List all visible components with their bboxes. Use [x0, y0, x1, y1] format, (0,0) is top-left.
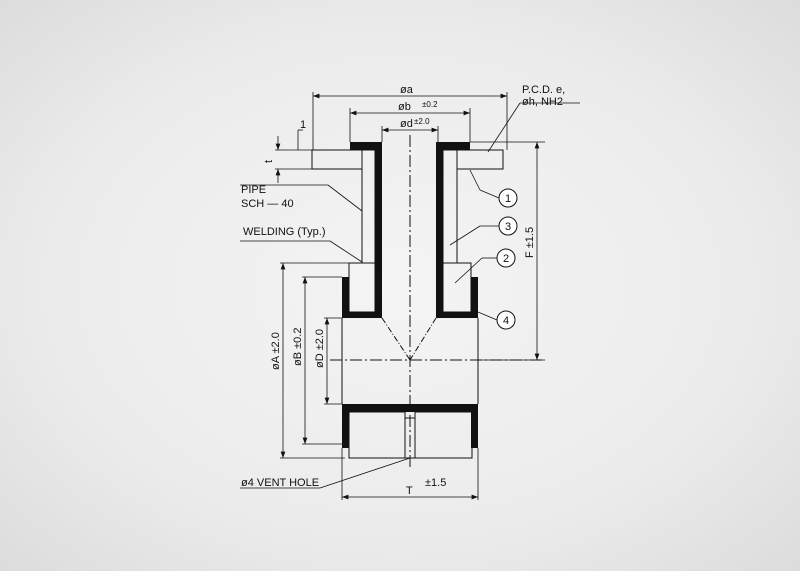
label-t: t — [263, 160, 275, 163]
label-vent-hole: ø4 VENT HOLE — [241, 477, 319, 489]
label-phi-A: øA ±2.0 — [270, 332, 282, 370]
dimensions — [240, 92, 580, 500]
label-sch: SCH — 40 — [241, 198, 294, 210]
lower-ring — [342, 262, 478, 318]
balloon-3: 3 — [505, 221, 511, 233]
label-phi-d: ød — [400, 118, 413, 130]
label-F: F ±1.5 — [524, 227, 536, 258]
label-T: T — [406, 485, 413, 497]
label-one: 1 — [300, 119, 306, 131]
body — [341, 317, 479, 459]
label-phi-D: øD ±2.0 — [314, 329, 326, 368]
balloon-2: 2 — [503, 253, 509, 265]
label-phi-a: øa — [400, 84, 414, 96]
label-holes: øh, NH2 — [522, 96, 563, 108]
label-phi-d-tol: ±2.0 — [414, 117, 430, 126]
label-phi-B: øB ±0.2 — [292, 328, 304, 366]
label-phi-b: øb — [398, 101, 411, 113]
balloon-1: 1 — [505, 193, 511, 205]
label-welding: WELDING (Typ.) — [243, 226, 326, 238]
balloons — [496, 188, 518, 330]
flange — [311, 142, 504, 170]
label-pipe: PIPE — [241, 184, 266, 196]
label-T-tol: ±1.5 — [425, 477, 446, 489]
label-pcd: P.C.D. e, — [522, 84, 565, 96]
balloon-4: 4 — [503, 315, 509, 327]
label-phi-b-tol: ±0.2 — [422, 100, 438, 109]
